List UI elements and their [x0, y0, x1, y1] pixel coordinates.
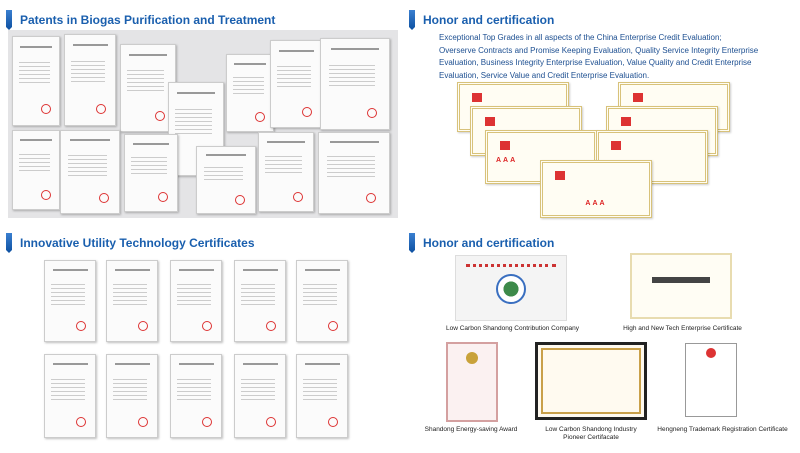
- utility-certificate: [296, 260, 348, 342]
- utility-certificate: [296, 354, 348, 438]
- section-header-honor-2: Honor and certification: [409, 233, 554, 253]
- header-marker-icon: [6, 10, 12, 30]
- energy-saving-award-image: [446, 342, 498, 422]
- patent-certificate: [226, 54, 274, 132]
- header-marker-icon: [6, 233, 12, 253]
- patent-certificate: [120, 44, 176, 132]
- section-header-patents: Patents in Biogas Purification and Treat…: [6, 10, 275, 30]
- section-header-utility: Innovative Utility Technology Certificat…: [6, 233, 255, 253]
- credit-grade-badge: AAA: [585, 200, 607, 207]
- patents-gallery: [8, 30, 398, 218]
- header-marker-icon: [409, 10, 415, 30]
- patent-certificate: [124, 134, 178, 212]
- contribution-company-award-image: [455, 255, 567, 321]
- utility-certificate: [170, 354, 222, 438]
- patent-certificate: [12, 36, 60, 126]
- section-title: Patents in Biogas Purification and Treat…: [20, 13, 276, 27]
- patent-certificate: [320, 38, 390, 130]
- caption: Hengneng Trademark Registration Certific…: [657, 426, 788, 433]
- patent-certificate: [270, 40, 322, 128]
- patent-certificate: [196, 146, 256, 214]
- high-tech-certificate-image: [630, 253, 732, 319]
- credit-grade-badge: AAA: [496, 157, 518, 164]
- caption: Shandong Energy-saving Award: [424, 426, 518, 433]
- header-marker-icon: [409, 233, 415, 253]
- utility-certificate: [44, 260, 96, 342]
- section-title: Honor and certification: [423, 13, 555, 27]
- utility-certificate: [234, 354, 286, 438]
- patent-certificate: [318, 132, 390, 214]
- utility-certificate: [106, 354, 158, 438]
- trademark-certificate-image: [685, 343, 737, 417]
- section-title: Honor and certification: [423, 236, 555, 250]
- patent-certificate: [258, 132, 314, 212]
- credit-certificate: AAA: [540, 160, 652, 218]
- caption: High and New Tech Enterprise Certificate: [623, 325, 742, 332]
- industry-pioneer-certificate-image: [535, 342, 647, 420]
- caption: Low Carbon Shandong Industry Pioneer Cer…: [545, 426, 637, 441]
- patent-certificate: [12, 130, 60, 210]
- patent-certificate: [64, 34, 116, 126]
- section-title: Innovative Utility Technology Certificat…: [20, 236, 255, 250]
- utility-certificate: [234, 260, 286, 342]
- section-header-honor: Honor and certification: [409, 10, 554, 30]
- honor-description: Exceptional Top Grades in all aspects of…: [439, 33, 759, 80]
- utility-certificate: [44, 354, 96, 438]
- utility-certificate: [106, 260, 158, 342]
- caption: Low Carbon Shandong Contribution Company: [446, 325, 579, 332]
- utility-certificate: [170, 260, 222, 342]
- patent-certificate: [60, 130, 120, 214]
